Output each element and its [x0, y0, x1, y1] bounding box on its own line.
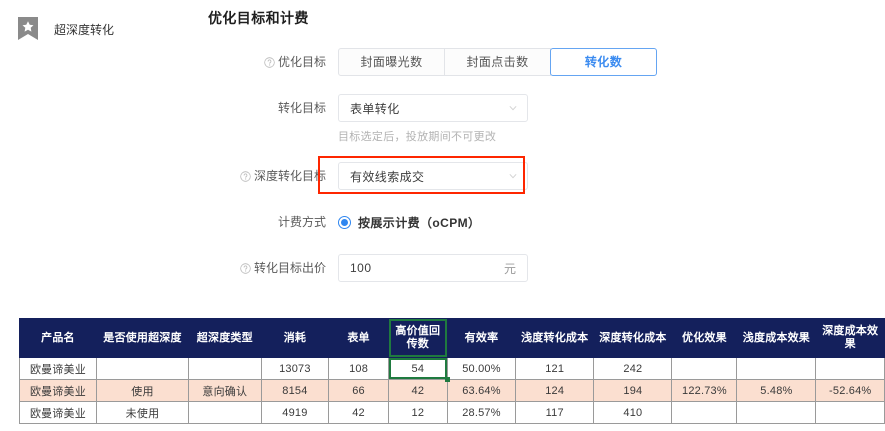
table-cell[interactable]: 42 [387, 379, 448, 402]
form-row-optimize-goal: 优化目标 封面曝光数 封面点击数 转化数 [208, 48, 868, 76]
deep-conversion-goal-value: 有效线索成交 [350, 169, 425, 184]
table-cell[interactable] [188, 357, 262, 380]
table-cell[interactable]: 63.64% [446, 379, 517, 402]
table-cell[interactable]: -52.64% [815, 379, 885, 402]
segment-conversions[interactable]: 转化数 [550, 48, 657, 76]
billing-method-option-label: 按展示计费（oCPM） [358, 215, 481, 230]
table-cell[interactable]: 4919 [260, 401, 330, 424]
table-header-cell-4[interactable]: 表单 [328, 318, 389, 358]
form-row-conversion-bid: 转化目标出价 100 元 [208, 254, 868, 282]
conversion-bid-input-wrapper[interactable]: 100 元 [338, 254, 528, 282]
conversion-goal-hint: 目标选定后，投放期间不可更改 [338, 131, 497, 143]
table-cell[interactable]: 122.73% [671, 379, 738, 402]
help-circle-icon [264, 56, 275, 68]
conversion-goal-label-text: 转化目标 [277, 101, 326, 115]
conversion-bid-control: 100 元 [338, 254, 868, 282]
conversion-goal-select[interactable]: 表单转化 [338, 94, 528, 122]
table-cell[interactable]: 使用 [95, 379, 190, 402]
table-cell[interactable]: 28.57% [446, 401, 517, 424]
conversion-goal-value: 表单转化 [350, 101, 400, 116]
billing-method-radio-ocpm[interactable]: 按展示计费（oCPM） [338, 208, 868, 236]
deep-conversion-goal-label-text: 深度转化目标 [253, 169, 326, 183]
table-cell[interactable]: 欧曼谛美业 [19, 379, 97, 402]
table-cell[interactable]: 42 [328, 401, 389, 424]
conversion-bid-label-text: 转化目标出价 [253, 261, 326, 275]
table-header-cell-9[interactable]: 优化效果 [671, 318, 738, 358]
help-circle-icon [240, 262, 251, 274]
table-cell[interactable]: 121 [515, 357, 595, 380]
optimize-goal-label-text: 优化目标 [277, 55, 326, 69]
performance-table: 产品名是否使用超深度超深度类型消耗表单高价值回传数有效率浅度转化成本深度转化成本… [19, 318, 885, 424]
bookmark-block: 超深度转化 [16, 16, 114, 42]
conversion-bid-value[interactable]: 100 [350, 261, 372, 275]
table-header-cell-2[interactable]: 超深度类型 [188, 318, 262, 358]
table-header-cell-10[interactable]: 浅度成本效果 [736, 318, 817, 358]
form-row-conversion-goal: 转化目标 表单转化 目标选定后，投放期间不可更改 [208, 94, 868, 144]
table-cell[interactable]: 124 [515, 379, 595, 402]
table-header-cell-5[interactable]: 高价值回传数 [387, 318, 448, 358]
table-cell[interactable]: 意向确认 [188, 379, 262, 402]
conversion-bid-unit: 元 [503, 261, 516, 276]
table-cell[interactable]: 410 [593, 401, 673, 424]
table-cell[interactable]: 5.48% [736, 379, 817, 402]
table-cell[interactable]: 108 [328, 357, 389, 380]
table-cell[interactable]: 194 [593, 379, 673, 402]
table-cell[interactable]: 50.00% [446, 357, 517, 380]
table-cell[interactable]: 8154 [260, 379, 330, 402]
table-cell[interactable]: 13073 [260, 357, 330, 380]
table-header-cell-8[interactable]: 深度转化成本 [593, 318, 673, 358]
segment-cover-clicks[interactable]: 封面点击数 [444, 48, 551, 76]
table-cell[interactable] [188, 401, 262, 424]
table-cell[interactable]: 66 [328, 379, 389, 402]
table-cell[interactable]: 欧曼谛美业 [19, 401, 97, 424]
segment-cover-impressions[interactable]: 封面曝光数 [338, 48, 445, 76]
optimization-form-panel: 优化目标和计费 优化目标 封面曝光数 封面点击数 转化数 转化目标 表单转化 [208, 8, 868, 300]
page-title: 优化目标和计费 [208, 10, 309, 26]
optimize-goal-segmented[interactable]: 封面曝光数 封面点击数 转化数 [338, 48, 657, 76]
help-circle-icon [240, 170, 251, 182]
conversion-goal-label: 转化目标 [208, 94, 338, 122]
billing-method-control: 按展示计费（oCPM） [338, 208, 868, 236]
table-cell[interactable]: 12 [387, 401, 448, 424]
table-cell[interactable]: 117 [515, 401, 595, 424]
table-header-cell-3[interactable]: 消耗 [260, 318, 330, 358]
table-cell[interactable]: 54 [387, 357, 451, 383]
billing-method-label-text: 计费方式 [277, 215, 326, 229]
table-header-cell-6[interactable]: 有效率 [446, 318, 517, 358]
chevron-down-icon [509, 174, 517, 179]
bookmark-label: 超深度转化 [54, 22, 115, 37]
bookmark-star-icon [18, 17, 38, 40]
table-cell[interactable] [95, 357, 190, 380]
table-header-cell-7[interactable]: 浅度转化成本 [515, 318, 595, 358]
table-cell[interactable]: 欧曼谛美业 [19, 357, 97, 380]
conversion-goal-control: 表单转化 目标选定后，投放期间不可更改 [338, 94, 868, 144]
optimize-goal-control: 封面曝光数 封面点击数 转化数 [338, 48, 868, 76]
form-row-billing-method: 计费方式 按展示计费（oCPM） [208, 208, 868, 236]
deep-conversion-goal-select[interactable]: 有效线索成交 [338, 162, 528, 190]
table-cell[interactable] [671, 401, 738, 424]
table-header-cell-0[interactable]: 产品名 [19, 318, 97, 358]
deep-conversion-goal-label: 深度转化目标 [208, 162, 338, 190]
table-cell[interactable] [815, 401, 885, 424]
table-header-cell-11[interactable]: 深度成本效果 [815, 318, 885, 358]
table-cell[interactable] [671, 357, 738, 380]
billing-method-label: 计费方式 [208, 208, 338, 236]
table-cell[interactable] [736, 357, 817, 380]
table-header-row: 产品名是否使用超深度超深度类型消耗表单高价值回传数有效率浅度转化成本深度转化成本… [19, 318, 885, 358]
optimize-goal-label: 优化目标 [208, 48, 338, 76]
chevron-down-icon [509, 106, 517, 111]
table-cell[interactable]: 242 [593, 357, 673, 380]
table-cell[interactable] [815, 357, 885, 380]
deep-conversion-goal-control: 有效线索成交 [338, 162, 868, 190]
form-row-deep-conversion-goal: 深度转化目标 有效线索成交 [208, 156, 868, 194]
table-header-cell-1[interactable]: 是否使用超深度 [95, 318, 190, 358]
table-cell[interactable]: 未使用 [95, 401, 190, 424]
conversion-bid-label: 转化目标出价 [208, 254, 338, 282]
radio-selected-icon[interactable] [338, 215, 351, 229]
table-cell[interactable] [736, 401, 817, 424]
